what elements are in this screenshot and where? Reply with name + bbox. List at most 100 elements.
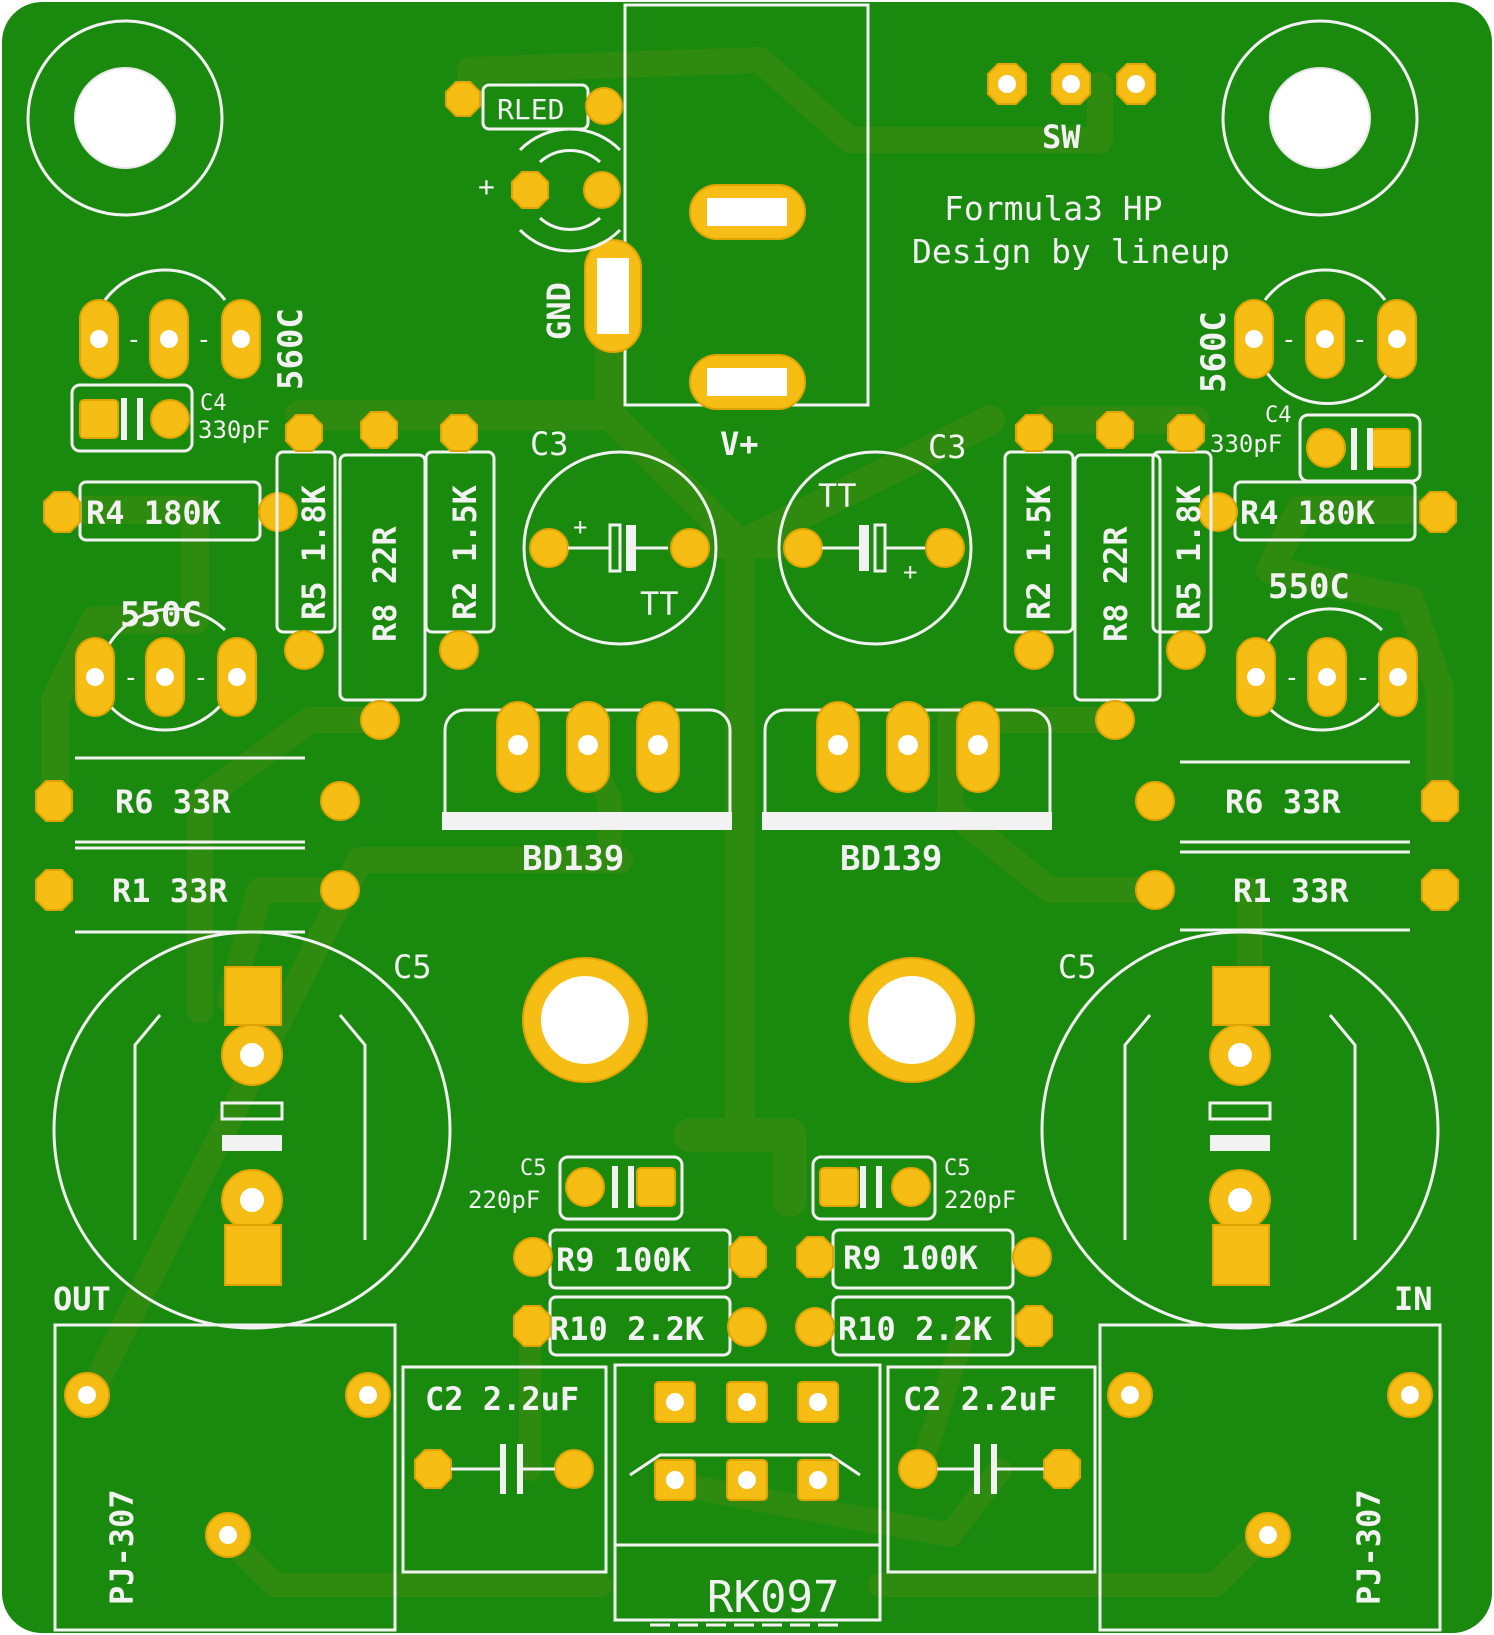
r9-right-label: R9 100K — [843, 1239, 979, 1277]
q-550c-right-label: 550C — [1268, 567, 1350, 607]
q-550c-right-dash2: - — [1355, 663, 1371, 693]
c4-right-value: 330pF — [1210, 430, 1282, 458]
r5-left-label: R5 1.8K — [295, 484, 333, 620]
c3-right-tt: TT — [818, 477, 857, 515]
transistor-560c-left — [79, 268, 261, 379]
q-560c-left-dash2: - — [196, 325, 212, 355]
rled-resistor — [445, 81, 623, 131]
c3-left-tt: TT — [640, 585, 679, 623]
c3-left-plus: + — [573, 513, 587, 541]
r5-left — [275, 414, 337, 670]
c4-left — [70, 383, 194, 453]
rk097-label: RK097 — [707, 1572, 839, 1623]
transistor-550c-left — [75, 607, 257, 732]
transistor-550c-right — [1236, 607, 1418, 732]
rled-label: RLED — [497, 93, 564, 126]
c3-left — [522, 450, 718, 646]
c5-left-small — [558, 1155, 684, 1221]
mounting-hole-top-right — [1221, 19, 1419, 217]
r8-right-label: R8 22R — [1097, 526, 1135, 642]
jack-in — [1098, 1323, 1442, 1632]
vplus-label: V+ — [720, 425, 759, 463]
c5-right-small-label: C5 — [944, 1156, 971, 1181]
r10-left — [513, 1295, 767, 1357]
c3-right — [777, 450, 973, 646]
c3-right-plus: + — [903, 558, 917, 586]
r4-right-label: R4 180K — [1240, 494, 1376, 532]
r5-right — [1151, 414, 1213, 670]
r2-right-label: R2 1.5K — [1020, 484, 1058, 620]
q-550c-left-label: 550C — [120, 595, 202, 635]
r6-left — [35, 756, 360, 844]
board-title: Formula3 HP — [944, 189, 1163, 228]
r10-left-label: R10 2.2K — [550, 1310, 705, 1348]
bd139-left-label: BD139 — [522, 839, 624, 879]
c4-left-value: 330pF — [198, 416, 270, 444]
r1-left — [35, 846, 360, 934]
sw-label: SW — [1042, 118, 1081, 156]
heatsink-hole-right — [849, 957, 975, 1083]
r2-left-label: R2 1.5K — [446, 484, 484, 620]
r8-right — [1073, 411, 1162, 740]
r1-left-label: R1 33R — [112, 872, 228, 910]
q-560c-left-label: 560C — [271, 308, 311, 390]
r4-left-label: R4 180K — [86, 494, 222, 532]
switch-footprint — [987, 63, 1156, 105]
led-plus-label: + — [478, 170, 495, 203]
transistor-560c-right — [1234, 268, 1417, 405]
r2-right — [1003, 414, 1075, 670]
r10-right — [795, 1295, 1053, 1357]
c4-right-label: C4 — [1265, 403, 1292, 428]
c4-left-label: C4 — [200, 391, 227, 416]
r1-right-label: R1 33R — [1233, 872, 1349, 910]
c3-right-label: C3 — [928, 428, 967, 466]
power-jack — [584, 3, 870, 410]
r1-right — [1135, 850, 1459, 932]
r8-left-label: R8 22R — [366, 526, 404, 642]
jack-out-label: OUT — [53, 1280, 111, 1318]
c5-right-big — [1040, 930, 1440, 1330]
power-led — [511, 127, 622, 253]
r9-left — [513, 1228, 767, 1290]
r4-left — [43, 480, 298, 542]
c2-left-label: C2 2.2uF — [425, 1380, 579, 1418]
q-560c-left-dash1: - — [126, 325, 142, 355]
c5-right-small-value: 220pF — [944, 1186, 1016, 1214]
jack-out — [53, 1323, 397, 1632]
c3-left-label: C3 — [530, 425, 569, 463]
r2-left — [424, 414, 496, 670]
q-550c-left-dash1: - — [123, 663, 139, 693]
c5-left-small-label: C5 — [520, 1156, 547, 1181]
q-560c-right-dash2: - — [1352, 325, 1368, 355]
r9-left-label: R9 100K — [556, 1241, 692, 1279]
r10-right-label: R10 2.2K — [838, 1310, 993, 1348]
bd139-left — [442, 701, 732, 830]
c2-left — [401, 1365, 608, 1574]
bd139-right-label: BD139 — [840, 839, 942, 879]
c2-right-label: C2 2.2uF — [903, 1380, 1057, 1418]
jack-in-model: PJ-307 — [1350, 1489, 1388, 1605]
rk097-potentiometer — [613, 1363, 882, 1627]
mounting-hole-top-left — [26, 19, 224, 217]
c5-left-big — [52, 930, 452, 1330]
q-560c-right-dash1: - — [1281, 325, 1297, 355]
board-subtitle: Design by lineup — [912, 232, 1230, 271]
c5-right-small — [811, 1155, 937, 1221]
copper-traces — [41, 47, 1454, 1597]
r6-left-label: R6 33R — [115, 783, 231, 821]
q-550c-right-dash1: - — [1284, 663, 1300, 693]
c2-right — [886, 1365, 1097, 1574]
r9-right — [796, 1228, 1052, 1290]
jack-in-label: IN — [1394, 1280, 1433, 1318]
heatsink-hole-left — [522, 957, 648, 1083]
c5-left-small-value: 220pF — [468, 1186, 540, 1214]
c5-left-label: C5 — [393, 948, 432, 986]
r6-right-label: R6 33R — [1225, 783, 1341, 821]
r4-right — [1198, 480, 1457, 542]
q-560c-right-label: 560C — [1194, 311, 1234, 393]
r6-right — [1135, 760, 1459, 844]
bd139-right — [762, 701, 1052, 830]
q-550c-left-dash2: - — [193, 663, 209, 693]
c5-right-label: C5 — [1058, 948, 1097, 986]
